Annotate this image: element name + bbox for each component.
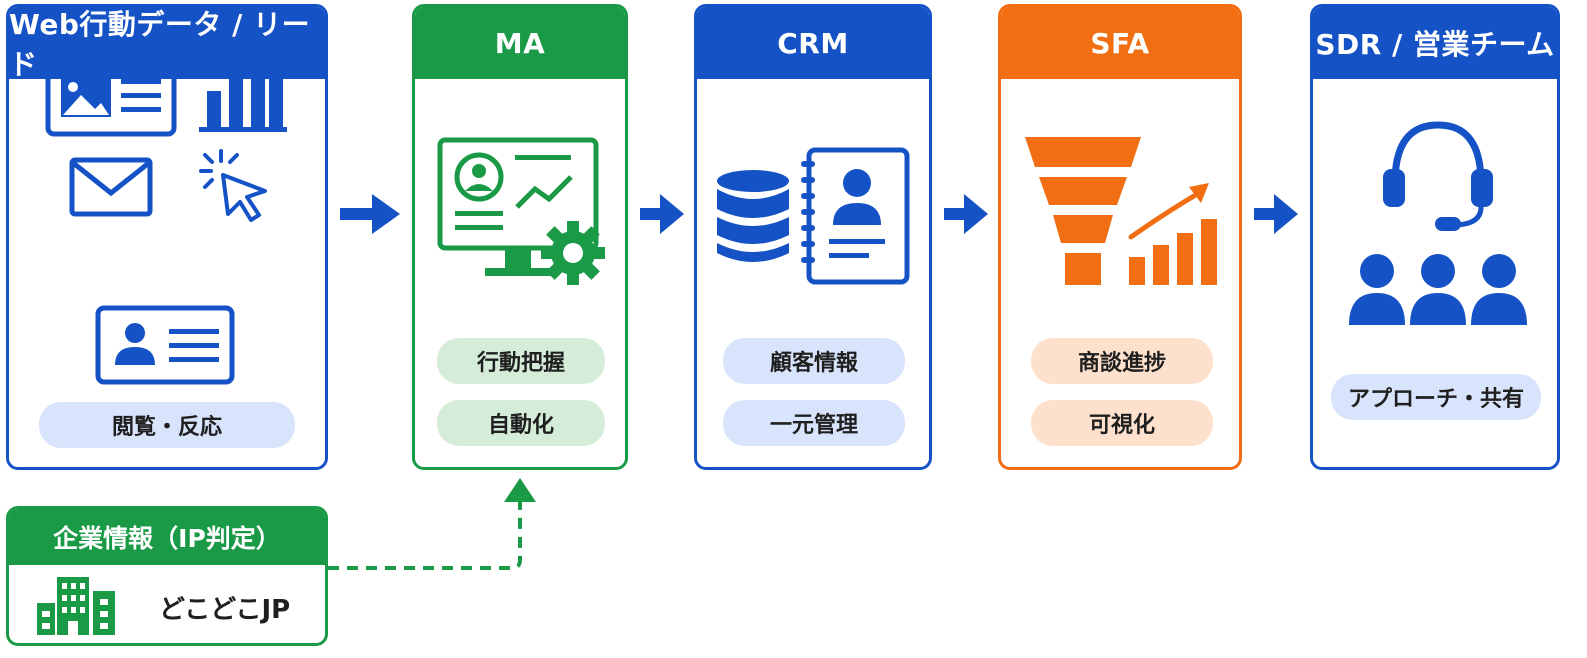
stage-title: Web行動データ / リード — [9, 7, 325, 81]
dashed-connector-arrow — [328, 478, 536, 570]
funnel-icon — [1025, 137, 1141, 285]
pill-label: 閲覧・反応 — [39, 402, 295, 448]
stage-title: SDR / 営業チーム — [1313, 7, 1557, 79]
growth-chart-icon — [1128, 183, 1217, 285]
browser-window-icon — [45, 37, 177, 137]
id-card-icon — [95, 305, 235, 385]
monitor-automation-icon — [437, 137, 599, 276]
pill-label: 行動把握 — [437, 338, 605, 384]
pill-label: 商談進捗 — [1031, 338, 1213, 384]
stage-title: CRM — [697, 7, 929, 79]
company-name: どこどこJP — [159, 595, 291, 625]
building-icon — [37, 577, 115, 635]
flow-arrow — [1254, 194, 1298, 234]
database-icon — [717, 170, 789, 262]
contact-book-icon — [801, 147, 910, 285]
flow-arrow — [640, 194, 684, 234]
pill-label: 顧客情報 — [723, 338, 905, 384]
stage-title: SFA — [1001, 7, 1239, 79]
stage-title: MA — [415, 7, 625, 79]
stage-ma: MA 行動把握 自動化 — [412, 4, 628, 470]
pill-label: 一元管理 — [723, 400, 905, 446]
company-info-title: 企業情報（IP判定） — [9, 509, 325, 565]
company-info-card: 企業情報（IP判定） どこどこJP — [6, 506, 328, 646]
gear-icon — [541, 221, 605, 285]
stage-sfa: SFA 商談進捗 可視化 — [998, 4, 1242, 470]
pill-label: 可視化 — [1031, 400, 1213, 446]
stage-crm: CRM 顧客情報 一元管理 — [694, 4, 932, 470]
stage-web-leads: Web行動データ / リード — [6, 4, 328, 470]
stage-sdr-team: SDR / 営業チーム アプローチ・共有 — [1310, 4, 1560, 470]
mail-icon — [69, 157, 153, 217]
click-cursor-icon — [199, 149, 267, 222]
flow-arrow — [340, 194, 400, 234]
team-icon — [1349, 254, 1527, 325]
flow-arrow — [944, 194, 988, 234]
headset-icon — [1383, 121, 1493, 231]
pill-label: アプローチ・共有 — [1331, 374, 1541, 420]
pill-label: 自動化 — [437, 400, 605, 446]
bar-chart-icon — [199, 49, 287, 132]
